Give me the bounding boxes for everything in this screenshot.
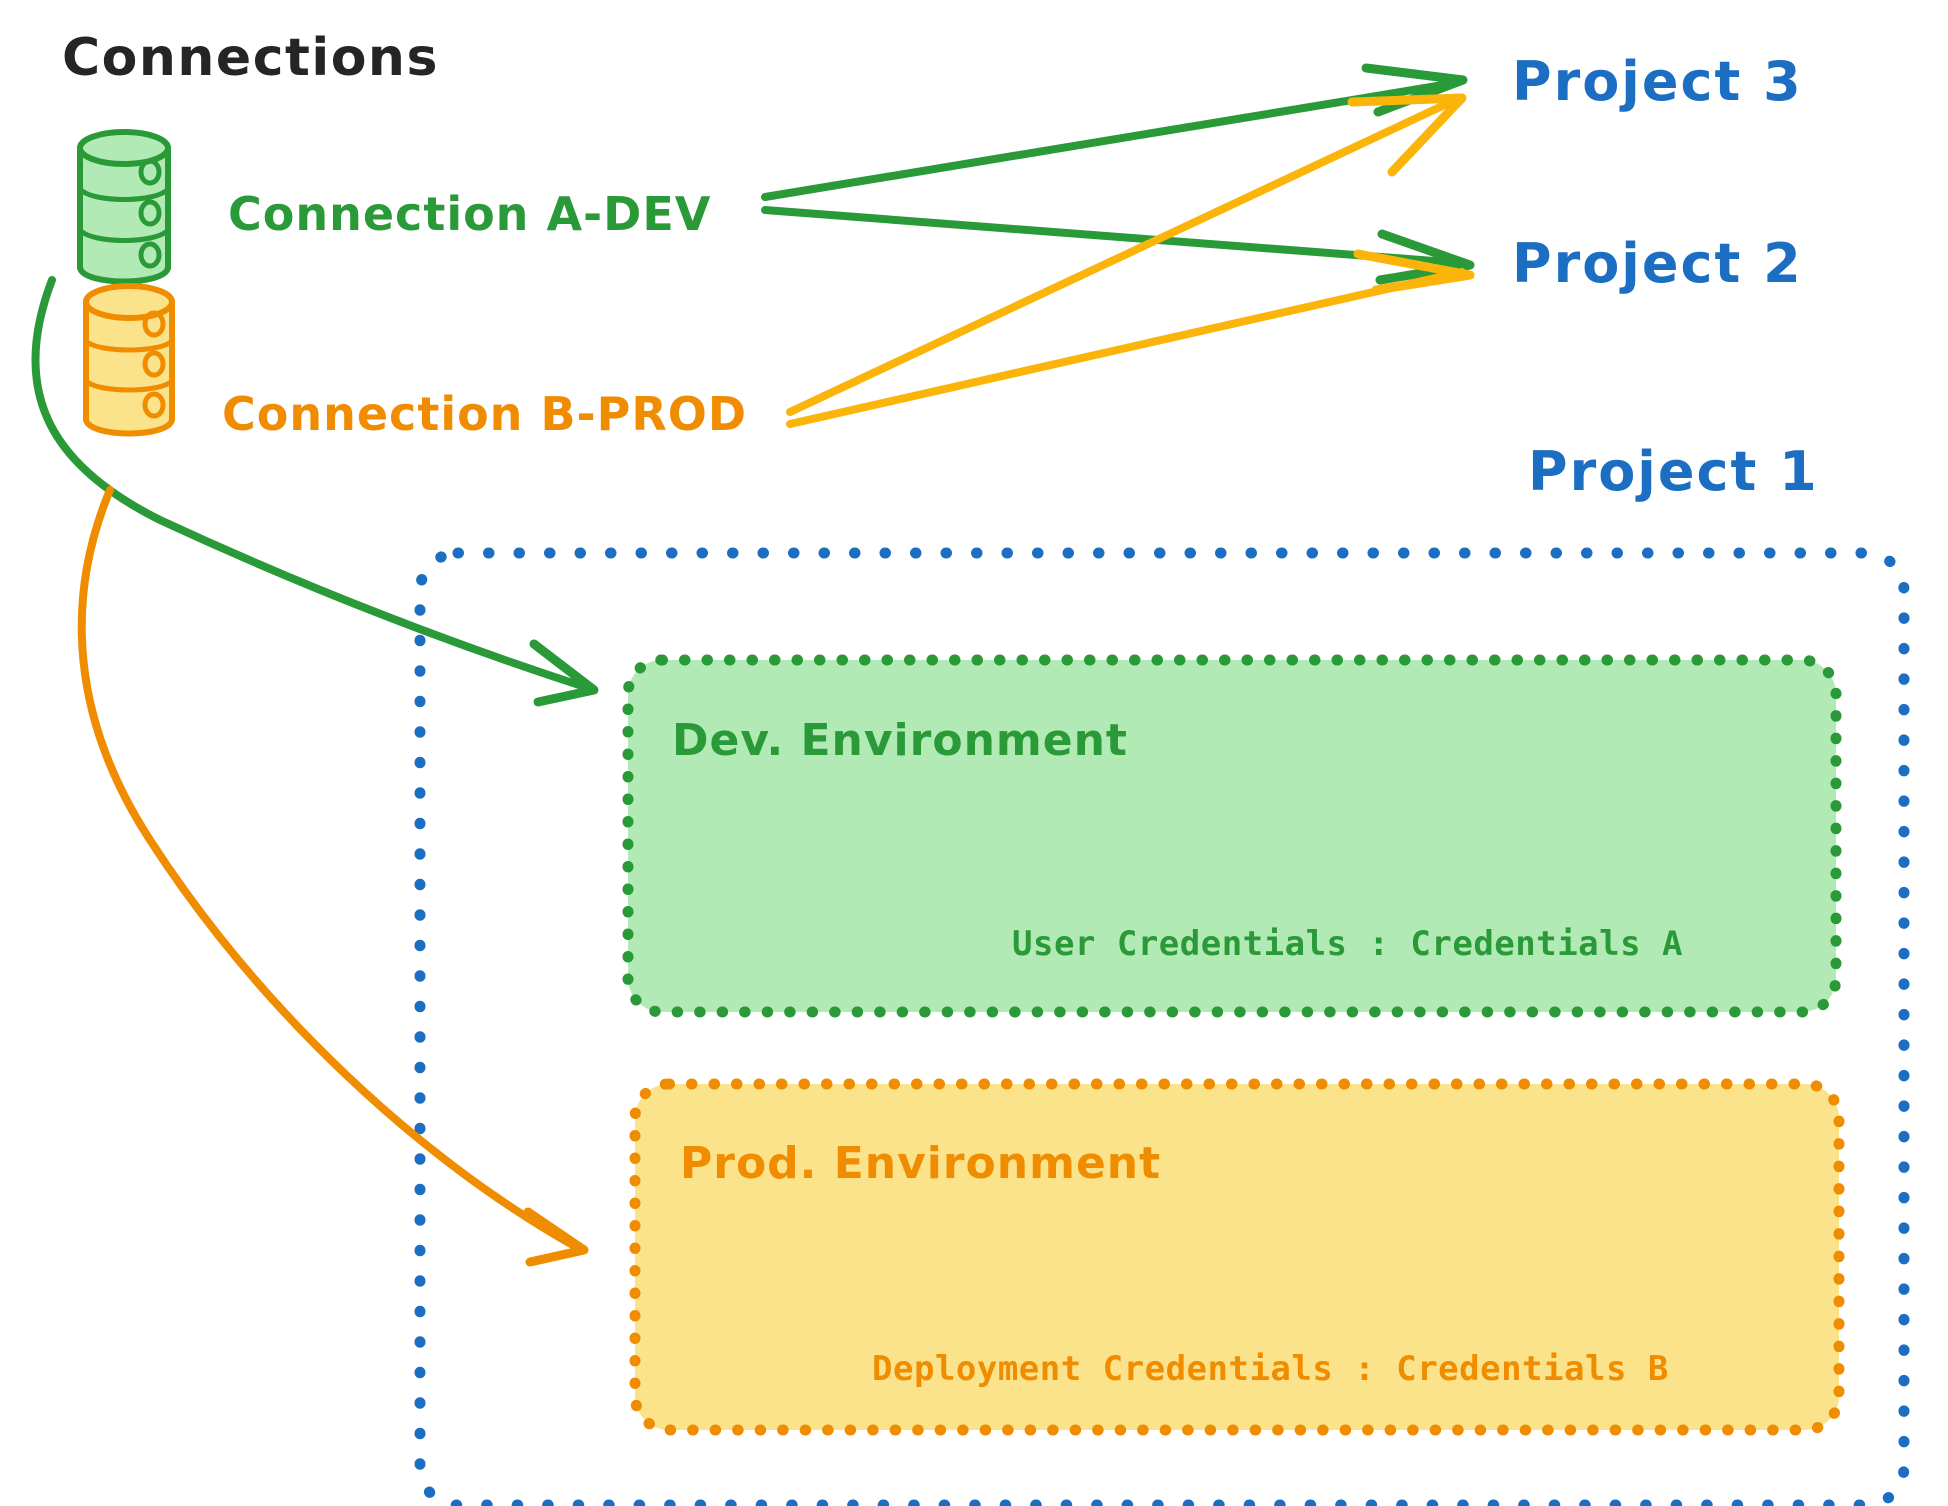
edge-a-dev-to-project-3 xyxy=(761,63,1468,201)
edge-a-dev-to-project-2-line xyxy=(761,206,1464,267)
prod-environment-border xyxy=(629,1078,1845,1436)
edge-a-dev-to-dev-environment-arrowhead xyxy=(529,639,599,707)
dev-environment-fill xyxy=(628,660,1836,1012)
project-3-label[interactable]: Project 3 xyxy=(1512,50,1803,113)
green-cylinder-led-3 xyxy=(138,241,162,269)
edge-a-dev-to-project-2-arrowhead xyxy=(1375,229,1475,285)
edge-b-prod-to-project-3-line xyxy=(786,96,1459,416)
project-2-label[interactable]: Project 2 xyxy=(1512,232,1803,295)
prod-environment-fill xyxy=(635,1084,1839,1430)
orange-cylinder-led-2 xyxy=(142,350,166,378)
edge-a-dev-to-dev-environment-line xyxy=(31,276,592,692)
green-cylinder-led-2 xyxy=(138,199,162,227)
edge-b-prod-to-project-3 xyxy=(786,93,1467,416)
connection-a-dev-label: Connection A-DEV xyxy=(228,187,711,241)
edge-a-dev-to-dev-environment xyxy=(31,276,599,707)
dev-environment-box[interactable] xyxy=(622,654,1842,1018)
orange-cylinder-divider-2 xyxy=(83,378,175,393)
prod-environment-credentials: Deployment Credentials : Credentials B xyxy=(872,1349,1669,1389)
edge-b-prod-to-project-2-arrowhead xyxy=(1353,249,1475,295)
edge-b-prod-to-prod-environment xyxy=(77,486,589,1267)
edge-b-prod-to-project-2 xyxy=(786,249,1475,428)
edge-b-prod-to-prod-environment-arrowhead xyxy=(523,1207,589,1267)
edge-b-prod-to-prod-environment-line xyxy=(77,486,582,1252)
orange-cylinder-divider-1 xyxy=(83,338,175,353)
prod-environment-box[interactable] xyxy=(629,1078,1845,1436)
database-cylinder-icon-green[interactable] xyxy=(77,129,171,285)
database-cylinder-icon-orange[interactable] xyxy=(83,283,175,437)
edge-b-prod-to-project-2-line xyxy=(786,268,1466,428)
dev-environment-title: Dev. Environment xyxy=(672,715,1128,766)
green-cylinder-top-fill xyxy=(80,132,168,164)
project-1-container-border xyxy=(414,547,1910,1506)
edge-a-dev-to-project-3-line xyxy=(761,79,1459,201)
edge-b-prod-to-project-3-arrowhead xyxy=(1347,93,1467,177)
orange-cylinder-top-fill xyxy=(86,286,172,318)
green-cylinder-led-1 xyxy=(138,158,162,186)
orange-cylinder-bottom xyxy=(83,417,175,437)
project-1-container xyxy=(414,547,1910,1506)
dev-environment-credentials: User Credentials : Credentials A xyxy=(1012,924,1683,964)
orange-cylinder-led-1 xyxy=(142,310,166,338)
diagram-title: Connections xyxy=(62,28,439,88)
edge-a-dev-to-project-2 xyxy=(761,206,1475,285)
orange-cylinder-led-3 xyxy=(142,391,166,419)
green-cylinder-bottom xyxy=(77,265,171,285)
project-1-label[interactable]: Project 1 xyxy=(1528,440,1819,503)
connection-b-prod-label: Connection B-PROD xyxy=(222,387,747,441)
green-cylinder-divider-1 xyxy=(77,186,171,202)
green-cylinder-divider-2 xyxy=(77,227,171,243)
prod-environment-title: Prod. Environment xyxy=(680,1138,1161,1189)
